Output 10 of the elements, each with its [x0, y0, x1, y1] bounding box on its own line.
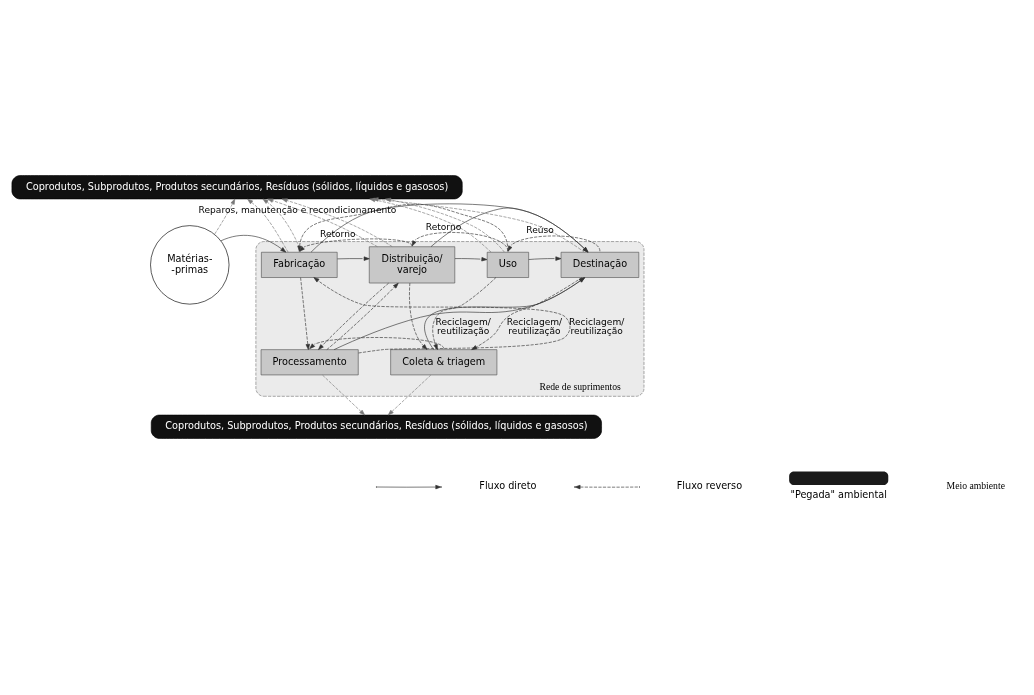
- legend-label: Fluxo reverso: [676, 480, 743, 492]
- edge-label: Retorno: [320, 228, 356, 239]
- edge-label: Reciclagem/ reutilização: [435, 316, 491, 337]
- label: Meio ambiente: [946, 480, 1005, 492]
- edge-label: Reúso: [526, 225, 554, 236]
- edge-label: Retorno: [425, 222, 462, 233]
- edge-label: Reciclagem/ reutilização: [506, 316, 563, 337]
- edge-label: Reciclagem/ reutilização: [569, 316, 625, 337]
- legend-label: "Pegada" ambiental: [790, 489, 887, 501]
- legend-label: Fluxo direto: [479, 480, 537, 492]
